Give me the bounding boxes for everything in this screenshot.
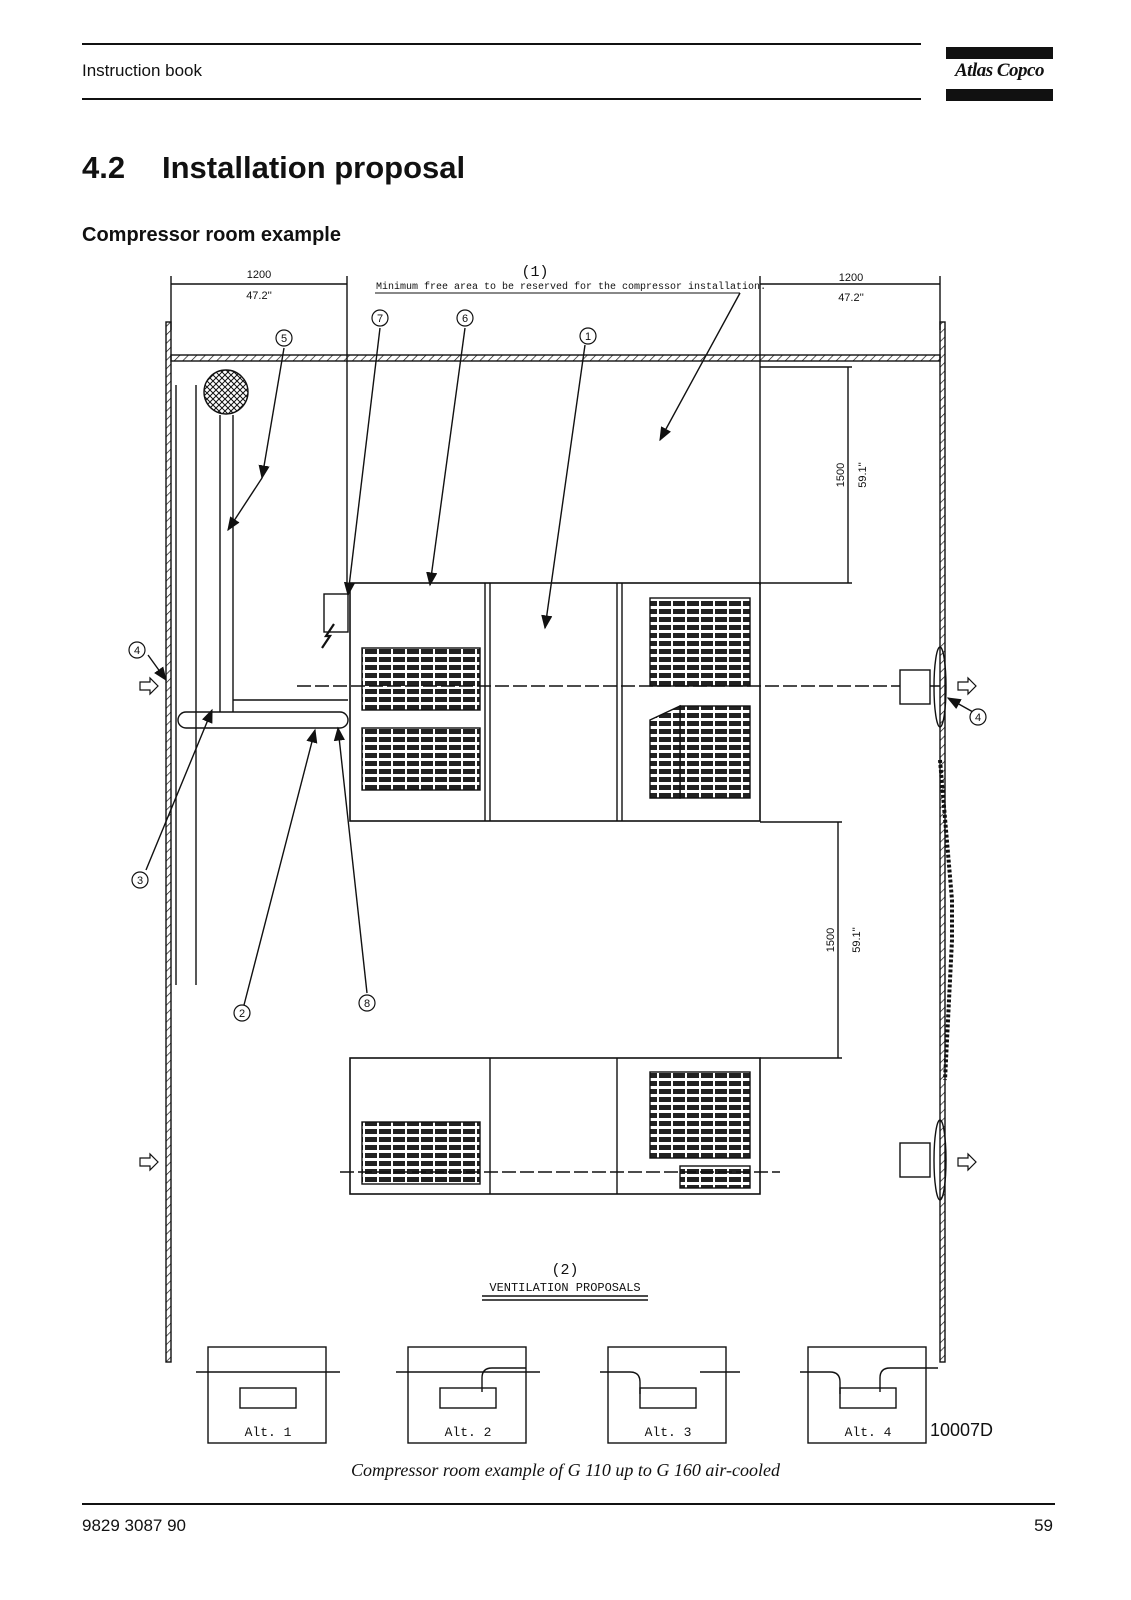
dim-mid-in: 59.1'' bbox=[851, 927, 863, 953]
page-number: 59 bbox=[1034, 1516, 1053, 1535]
subheading: Compressor room example bbox=[82, 224, 341, 246]
note-2-marker: (2) bbox=[551, 1262, 578, 1279]
alt-3-label: Alt. 3 bbox=[645, 1425, 692, 1440]
callout-4-left: 4 bbox=[134, 645, 140, 657]
document-number: 9829 3087 90 bbox=[82, 1516, 186, 1535]
drawing-reference: 10007D bbox=[930, 1420, 993, 1440]
footer-rule bbox=[82, 1503, 1055, 1505]
dim-left-mm: 1200 bbox=[247, 269, 271, 281]
callout-3: 3 bbox=[137, 875, 143, 887]
callout-4-right: 4 bbox=[975, 712, 981, 724]
dim-top-in: 59.1'' bbox=[857, 462, 869, 488]
note-1-text: Minimum free area to be reserved for the… bbox=[376, 281, 766, 293]
compressor-room-drawing: 1 2 3 4 5 6 7 8 4 1200 47.2'' 1200 47.2'… bbox=[128, 264, 993, 1444]
callout-1: 1 bbox=[585, 331, 591, 343]
logo-wordmark: Atlas Copco bbox=[955, 60, 1044, 81]
callout-2: 2 bbox=[239, 1008, 245, 1020]
dim-top-mm: 1500 bbox=[835, 463, 847, 487]
callout-5: 5 bbox=[281, 333, 287, 345]
callout-6: 6 bbox=[462, 313, 468, 325]
section-number: 4.2 bbox=[82, 150, 126, 185]
dim-mid-mm: 1500 bbox=[825, 928, 837, 952]
dim-right-in: 47.2'' bbox=[838, 292, 864, 304]
alt-4-label: Alt. 4 bbox=[845, 1425, 892, 1440]
alt-box-3 bbox=[600, 1346, 740, 1444]
alt-box-4 bbox=[800, 1346, 938, 1444]
header-title: Instruction book bbox=[82, 61, 203, 80]
callout-8: 8 bbox=[364, 998, 370, 1010]
section-title: Installation proposal bbox=[162, 150, 466, 185]
note-1-marker: (1) bbox=[521, 264, 548, 281]
atlas-copco-logo: Atlas Copco bbox=[946, 47, 1053, 101]
header-top-rule bbox=[82, 43, 921, 45]
header-bottom-rule bbox=[82, 98, 921, 100]
dim-right-mm: 1200 bbox=[839, 272, 863, 284]
callout-7: 7 bbox=[377, 313, 383, 325]
figure-caption: Compressor room example of G 110 up to G… bbox=[351, 1460, 780, 1480]
alt-2-label: Alt. 2 bbox=[445, 1425, 492, 1440]
dim-left-in: 47.2'' bbox=[246, 290, 272, 302]
note-2-text: VENTILATION PROPOSALS bbox=[489, 1281, 640, 1295]
alt-box-1 bbox=[196, 1346, 340, 1444]
alt-box-2 bbox=[396, 1346, 540, 1444]
alt-1-label: Alt. 1 bbox=[245, 1425, 292, 1440]
